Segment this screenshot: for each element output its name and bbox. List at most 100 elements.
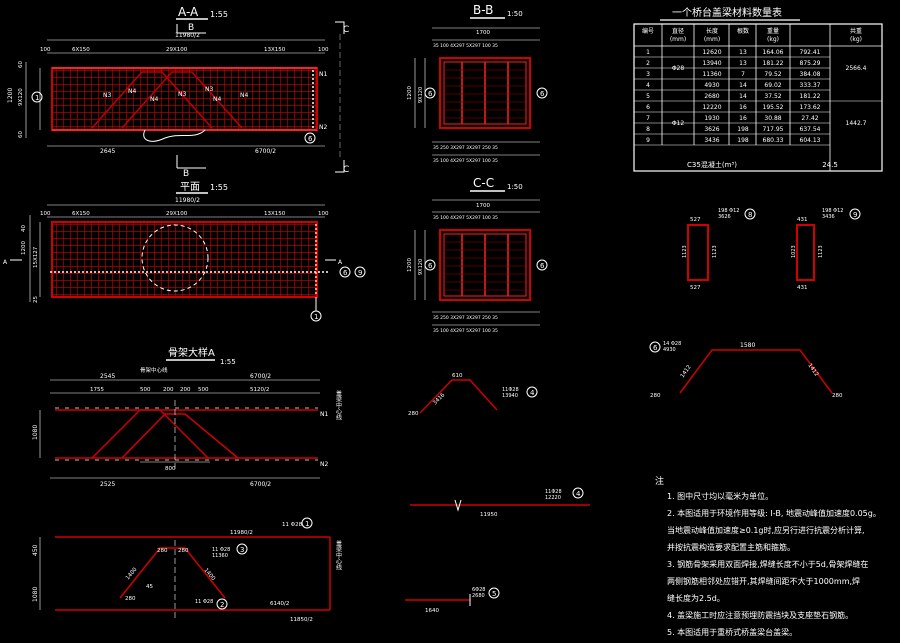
table-cell: 604.13 bbox=[800, 137, 821, 144]
plan-mark-6: 6 bbox=[343, 269, 348, 277]
table-header-cell: 长度 bbox=[706, 27, 718, 35]
bar1-left1: 450 bbox=[32, 544, 39, 556]
detail-d3: 200 bbox=[163, 387, 174, 393]
table-header-cell: 重量 bbox=[767, 27, 779, 35]
table-header-cell: 直径 bbox=[672, 27, 684, 35]
table-cell: 792.41 bbox=[800, 49, 821, 56]
table-cell: 1930 bbox=[704, 115, 719, 122]
table-cell: 13 bbox=[739, 60, 747, 67]
section-b-mark-top: B bbox=[188, 23, 194, 33]
table-header-cell: (mm) bbox=[670, 36, 686, 43]
table-cell: 384.08 bbox=[800, 71, 821, 78]
note-line: 2. 本图适用于环境作用等级: I-B, 地震动峰值加速度0.05g。 bbox=[667, 508, 881, 518]
view-aa-scale: 1:55 bbox=[210, 10, 228, 19]
s9-len: 3436 bbox=[822, 214, 835, 220]
bb-mark-6-right: 6 bbox=[540, 90, 545, 98]
aa-d4: 13X150 bbox=[264, 47, 286, 53]
detail-mid: 800 bbox=[165, 466, 176, 472]
bar-detail-1-2-3: 11980/2 11 Φ28 1 280 280 280 1400 1400 4… bbox=[32, 517, 342, 623]
aa-left-b: 60 bbox=[18, 131, 24, 138]
bent-s: 3416 bbox=[432, 392, 446, 406]
aa-d1: 100 bbox=[40, 47, 51, 53]
notes: 注 1. 图中尺寸均以毫米为单位。 2. 本图适用于环境作用等级: I-B, 地… bbox=[655, 475, 881, 637]
detail-side-text: 盖梁中心线 bbox=[335, 389, 342, 420]
bb-bot2: 35 100 4X297 5X297 100 35 bbox=[433, 158, 498, 164]
table-cell: 37.52 bbox=[764, 93, 781, 100]
detail-bot-a: 2525 bbox=[100, 481, 115, 488]
aa-d3: 29X100 bbox=[166, 47, 188, 53]
table-cell: 195.52 bbox=[763, 104, 784, 111]
bar1-mark-3: 3 bbox=[240, 546, 244, 554]
bb-top2: 35 100 4X297 5X297 100 35 bbox=[433, 43, 498, 49]
plan-mark-1: 1 bbox=[314, 313, 318, 321]
plan-d2: 6X150 bbox=[72, 211, 90, 217]
table-cell: 12220 bbox=[702, 104, 721, 111]
note-line: 并按抗震构造要求配置主筋和箍筋。 bbox=[667, 542, 795, 552]
plan-top-total: 11980/2 bbox=[175, 197, 200, 204]
table-cell: 14 bbox=[739, 93, 747, 100]
table-header-cell: 根数 bbox=[737, 27, 749, 35]
aa-top-total: 11980/2 bbox=[175, 32, 200, 39]
plan-left-d: 25 bbox=[33, 296, 39, 303]
bb-top: 1700 bbox=[476, 30, 490, 36]
detail-d4: 200 bbox=[180, 387, 191, 393]
detail-top-a: 2545 bbox=[100, 373, 115, 380]
bar5-len: 2680 bbox=[472, 593, 485, 599]
bent-len: 13940 bbox=[502, 393, 518, 399]
note-line: 1. 图中尺寸均以毫米为单位。 bbox=[667, 491, 773, 501]
view-bb-scale: 1:50 bbox=[507, 10, 523, 18]
s9-bot: 431 bbox=[797, 285, 808, 291]
bb-left2: 9X120 bbox=[418, 87, 424, 103]
plan-left-a: 40 bbox=[21, 225, 27, 232]
table-title: 一个桥台盖梁材料数量表 bbox=[672, 6, 782, 19]
table-cell: 2680 bbox=[704, 93, 719, 100]
table-cell: 13 bbox=[739, 49, 747, 56]
table-cell: 181.22 bbox=[763, 60, 784, 67]
table-cell: 7 bbox=[741, 71, 745, 78]
bb-left: 1200 bbox=[407, 86, 413, 100]
view-plan-scale: 1:55 bbox=[210, 183, 228, 192]
bar6-len: 4930 bbox=[663, 347, 676, 353]
s8-top: 527 bbox=[690, 217, 701, 223]
table-cell: 2 bbox=[646, 60, 650, 67]
bb-bot: 35 250 3X297 3X297 250 35 bbox=[433, 145, 498, 151]
plan-beam-rebar-grid bbox=[51, 221, 318, 298]
cc-bot: 35 250 3X297 3X297 250 35 bbox=[433, 315, 498, 321]
section-a-mark-right: A bbox=[338, 259, 343, 266]
bent-mark-4: 4 bbox=[530, 389, 535, 397]
bar6-l: 1412 bbox=[680, 364, 693, 379]
bar1-len3: 11360 bbox=[212, 553, 228, 559]
bar1-bot-len: 11850/2 bbox=[290, 617, 313, 623]
table-cell: 11360 bbox=[702, 71, 721, 78]
table-cell: 16 bbox=[739, 104, 747, 111]
table-header-cell: (mm) bbox=[704, 36, 720, 43]
bar6-label: 14 Φ28 bbox=[663, 341, 681, 347]
bent-top: 610 bbox=[452, 373, 463, 379]
cc-section-rebar bbox=[439, 229, 531, 301]
view-plan: 平面 1:55 11980/2 100 6X150 29X100 13X150 … bbox=[3, 182, 366, 322]
table-header-cell: 共重 bbox=[850, 27, 862, 35]
s9-side1: 1023 bbox=[791, 245, 797, 258]
cc-left2: 9X120 bbox=[418, 259, 424, 275]
view-aa: A-A 1:55 B 11980/2 100 6X150 29X100 13X1… bbox=[7, 5, 349, 179]
bar6-mark: 6 bbox=[653, 344, 658, 352]
note-line: 4. 盖梁施工时应注意预埋防震挡块及支座垫石钢筋。 bbox=[667, 610, 853, 620]
s8-label: 198 Φ12 bbox=[718, 208, 739, 214]
aa-bar-label: N4 bbox=[150, 96, 158, 103]
detail-d2: 500 bbox=[140, 387, 151, 393]
bar1-angle: 45 bbox=[146, 584, 153, 590]
bar1-slope2: 1400 bbox=[202, 567, 216, 582]
note-line: 当地震动峰值加速度≥0.1g时,应另行进行抗震分析计算, bbox=[667, 525, 865, 535]
bar5-len2: 1640 bbox=[425, 608, 439, 614]
table-cell: 2566.4 bbox=[846, 65, 867, 72]
detail-n1: N1 bbox=[320, 411, 328, 418]
stirrup-details: 527 527 1123 1123 198 Φ12 3626 8 431 431… bbox=[682, 208, 861, 291]
bar1-d280a: 280 bbox=[125, 596, 136, 602]
bar6-d1: 280 bbox=[650, 393, 661, 399]
bar6-top: 1580 bbox=[740, 342, 755, 349]
aa-n2: N2 bbox=[319, 124, 327, 131]
table-cell: 13940 bbox=[702, 60, 721, 67]
detail-bot-b: 6700/2 bbox=[250, 481, 271, 488]
s9-side2: 1123 bbox=[818, 245, 824, 258]
